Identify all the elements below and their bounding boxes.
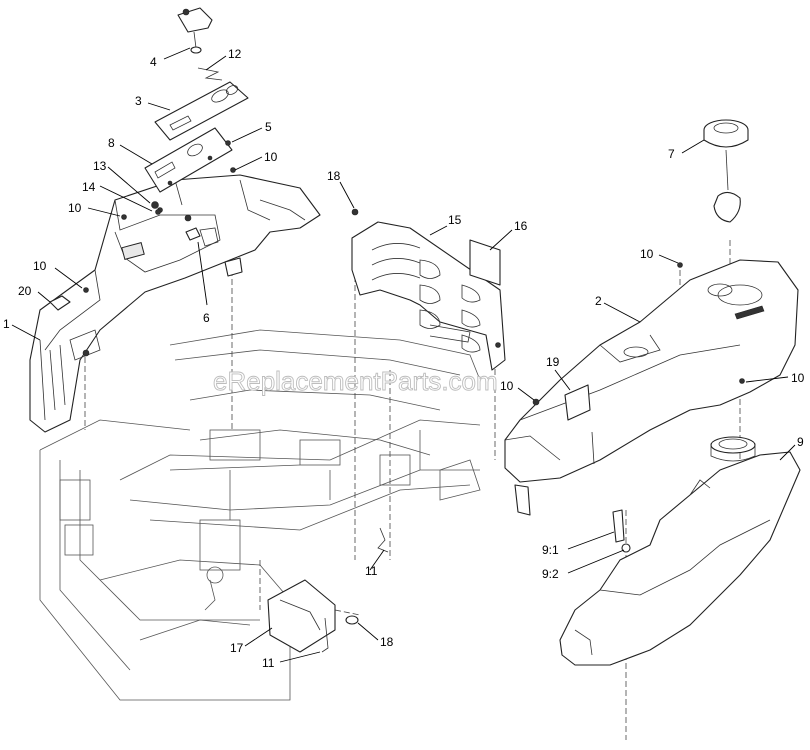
decal-plate [154, 81, 249, 141]
callout-9-1: 9:1 [542, 543, 559, 557]
screw-10c [83, 287, 89, 293]
callout-3: 3 [135, 94, 142, 108]
screw-5 [225, 140, 231, 146]
callout-14: 14 [82, 180, 96, 194]
bolt-18b [345, 615, 359, 625]
callout-9: 9 [797, 435, 804, 449]
screw-10f [739, 378, 745, 384]
callout-6: 6 [203, 311, 210, 325]
callout-7: 7 [668, 147, 675, 161]
screw-10d [677, 262, 683, 268]
ignition-key [177, 7, 213, 54]
callout-11-b: 11 [262, 656, 275, 670]
callout-5: 5 [265, 120, 272, 134]
watermark: eReplacementParts.com [213, 366, 498, 396]
bolt-18a [351, 208, 359, 216]
left-fender-housing [29, 167, 321, 433]
callout-labels: 4 12 3 8 5 10 13 14 10 10 20 1 6 18 15 1… [3, 47, 805, 670]
callout-10-a: 10 [264, 150, 278, 164]
leader-lines [11, 47, 796, 663]
right-fender [504, 259, 799, 516]
nut-13 [151, 201, 159, 209]
callout-17: 17 [230, 641, 244, 655]
callout-12: 12 [228, 47, 242, 61]
callout-9-2: 9:2 [542, 567, 559, 581]
callout-1: 1 [3, 317, 10, 331]
screw-10b [121, 214, 127, 220]
callout-8: 8 [108, 136, 115, 150]
callout-18-b: 18 [380, 635, 394, 649]
callout-13: 13 [93, 159, 107, 173]
seat-plate-16 [469, 239, 501, 286]
callout-10-d: 10 [640, 247, 654, 261]
callout-2: 2 [595, 294, 602, 308]
callout-10-e: 10 [500, 379, 514, 393]
lower-bracket [267, 579, 336, 653]
fuel-tank [559, 436, 801, 666]
knob-20 [49, 295, 71, 311]
callout-20: 20 [18, 284, 32, 298]
callout-18-a: 18 [327, 169, 341, 183]
part-19 [564, 384, 591, 421]
callout-10-f: 10 [791, 371, 805, 385]
wire-11a [377, 527, 389, 553]
callout-11-a: 11 [365, 564, 378, 578]
callout-16: 16 [514, 219, 528, 233]
callout-10-c: 10 [33, 259, 47, 273]
spring-clip [197, 67, 223, 81]
callout-10-b: 10 [68, 201, 82, 215]
part-6 [185, 227, 201, 241]
control-panel-plate [144, 127, 233, 193]
callout-19: 19 [546, 355, 560, 369]
chassis-frame [39, 329, 481, 701]
fuel-cap [703, 119, 749, 223]
callout-15: 15 [448, 213, 462, 227]
screw-10e [532, 398, 540, 406]
callout-4: 4 [150, 55, 157, 69]
fuel-fitting [612, 509, 631, 553]
seat-pan [351, 221, 506, 371]
washer-14 [155, 209, 161, 215]
